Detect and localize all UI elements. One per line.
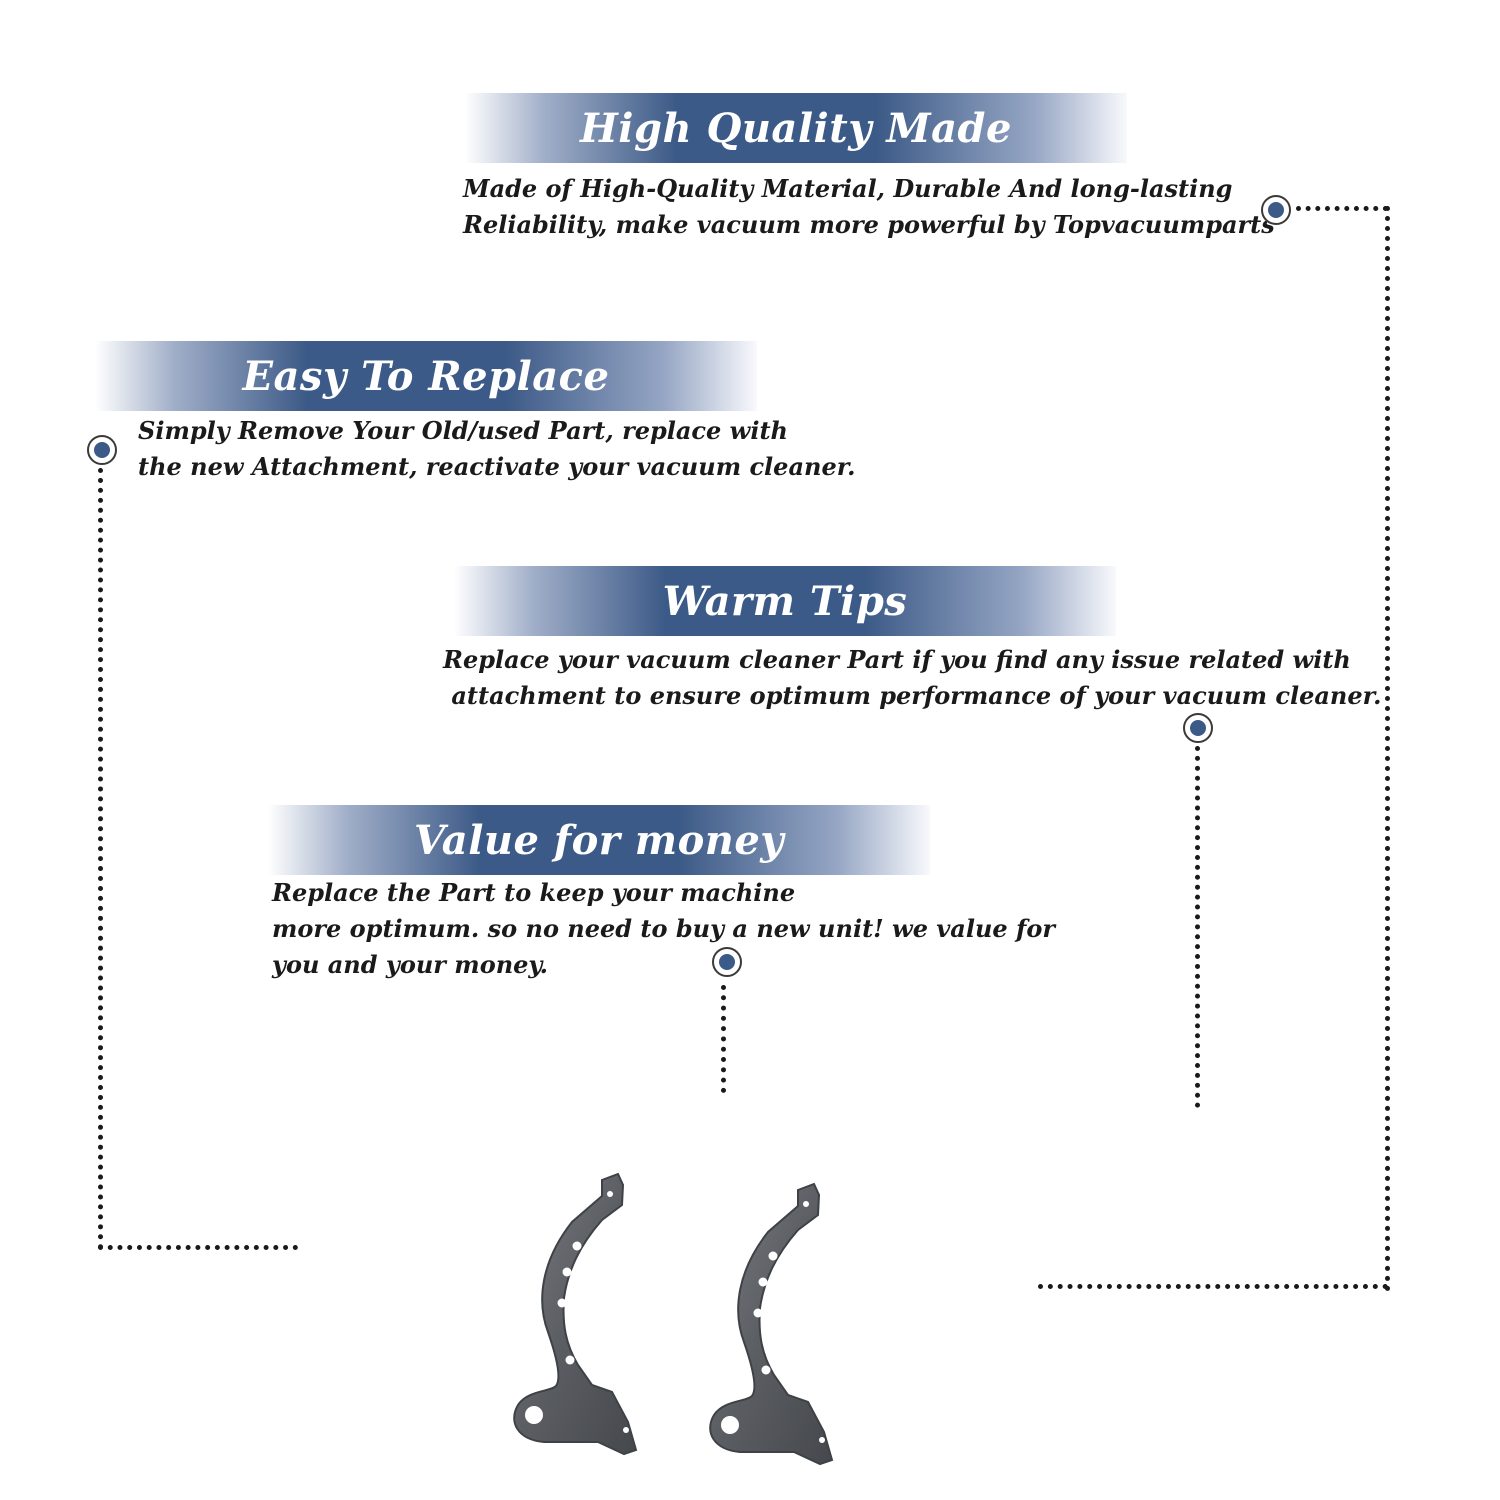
product-image [513, 1172, 834, 1466]
section-title: Easy To Replace [242, 352, 610, 400]
bracket-right [709, 1182, 834, 1466]
section-description: Replace the Part to keep your machine mo… [272, 875, 1055, 983]
banner-easy-replace: Easy To Replace [95, 341, 757, 411]
description-line: more optimum. so no need to buy a new un… [272, 914, 1055, 943]
description-line: Made of High-Quality Material, Durable A… [463, 174, 1233, 203]
connector-line [721, 985, 731, 1093]
section-title: Value for money [413, 816, 785, 864]
section-description: Made of High-Quality Material, Durable A… [463, 171, 1275, 243]
connector-line [1195, 746, 1205, 1108]
description-line: Reliability, make vacuum more powerful b… [463, 210, 1275, 239]
section-title: High Quality Made [580, 104, 1012, 152]
bullet-icon [87, 435, 117, 465]
connector-line [1038, 1284, 1388, 1294]
description-line: attachment to ensure optimum performance… [443, 681, 1382, 710]
description-line: Simply Remove Your Old/used Part, replac… [138, 416, 788, 445]
description-line: the new Attachment, reactivate your vacu… [138, 452, 856, 481]
connector-line [1385, 206, 1395, 1292]
bullet-icon [1183, 713, 1213, 743]
section-description: Replace your vacuum cleaner Part if you … [443, 642, 1381, 714]
section-description: Simply Remove Your Old/used Part, replac… [138, 413, 856, 485]
banner-high-quality: High Quality Made [465, 93, 1127, 163]
banner-value-money: Value for money [268, 805, 930, 875]
section-title: Warm Tips [662, 577, 908, 625]
connector-line [1296, 206, 1388, 216]
connector-line [98, 468, 108, 1250]
bullet-icon [712, 947, 742, 977]
bracket-left [513, 1172, 638, 1456]
description-line: you and your money. [272, 950, 548, 979]
banner-warm-tips: Warm Tips [454, 566, 1116, 636]
description-line: Replace the Part to keep your machine [272, 878, 796, 907]
description-line: Replace your vacuum cleaner Part if you … [443, 645, 1351, 674]
connector-line [98, 1245, 298, 1255]
bullet-icon [1261, 195, 1291, 225]
